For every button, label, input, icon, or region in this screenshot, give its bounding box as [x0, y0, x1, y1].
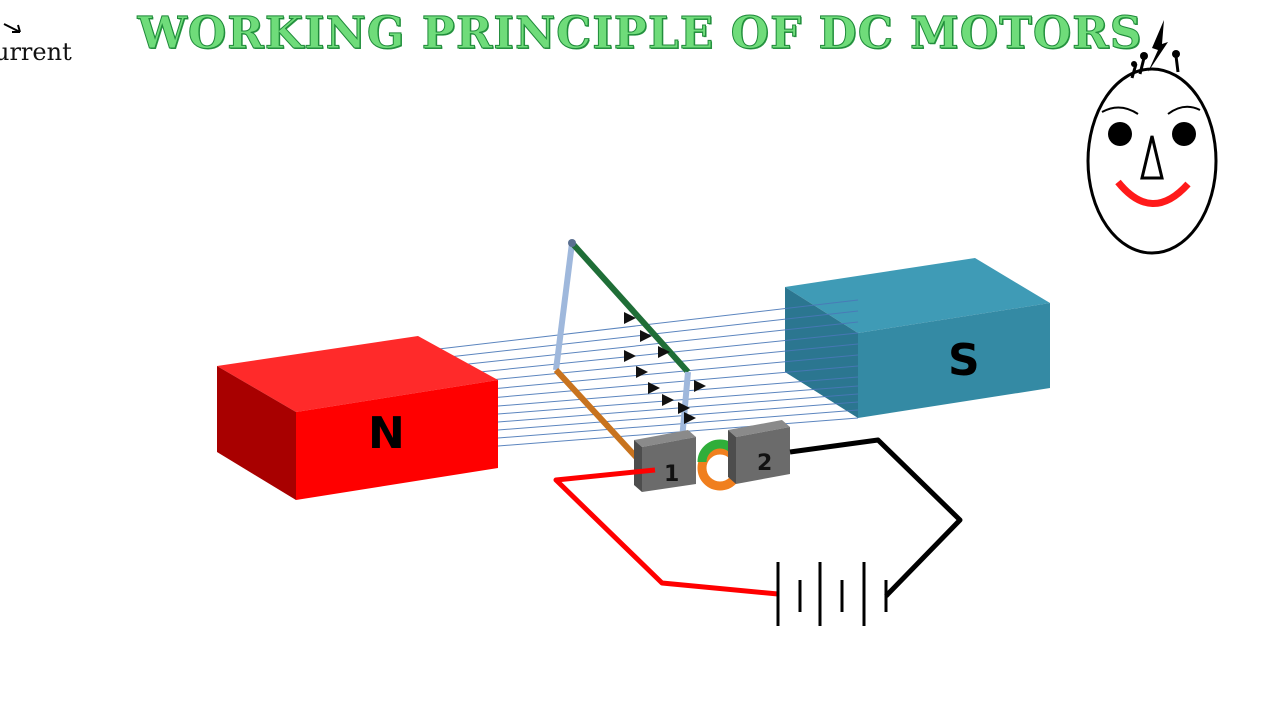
negative-wire — [789, 437, 963, 598]
brush-2: 2 — [728, 420, 790, 484]
force-arrows — [624, 312, 706, 424]
current-arrow-icon — [3, 23, 21, 33]
north-pole-label: N — [368, 408, 405, 459]
armature-coil — [553, 239, 691, 473]
brush-1-label: 1 — [664, 462, 679, 487]
positive-wire — [553, 467, 779, 597]
current-label: urrent — [0, 38, 72, 66]
field-lines — [429, 299, 859, 447]
clown-face-icon — [1086, 20, 1218, 255]
south-magnet: S — [785, 258, 1050, 418]
brush-1: 1 — [634, 430, 696, 492]
battery-icon — [776, 562, 888, 626]
south-pole-label: S — [948, 335, 980, 386]
north-magnet: N — [217, 336, 498, 500]
brush-2-label: 2 — [757, 451, 772, 476]
page-title: WORKING PRINCIPLE OF DC MOTORS — [137, 8, 1143, 60]
